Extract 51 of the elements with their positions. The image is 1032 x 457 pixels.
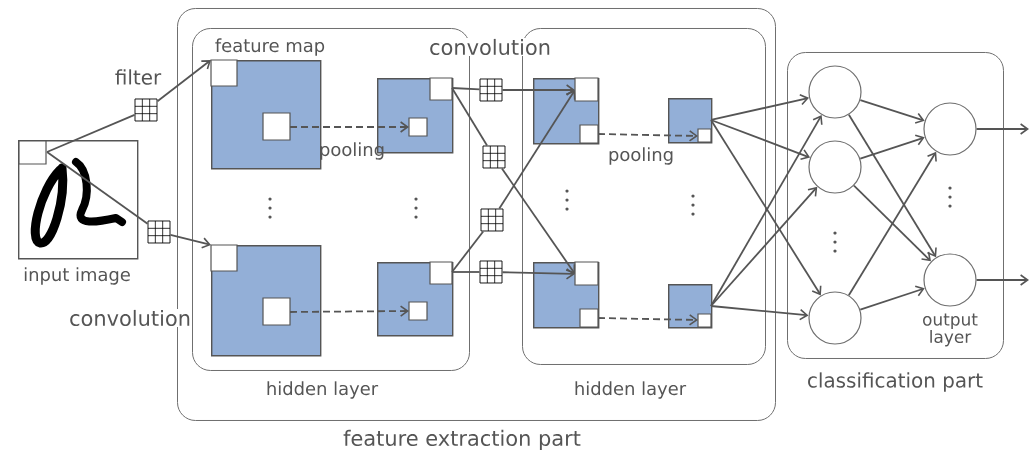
neuron-circle	[808, 140, 862, 194]
arrow	[847, 151, 937, 297]
text-label: convolution	[68, 308, 192, 328]
arrow	[498, 90, 576, 210]
arrow	[710, 94, 810, 121]
group-title: classification part	[808, 372, 983, 392]
image-caption: input image	[24, 267, 130, 285]
group-title: feature extraction part	[343, 429, 581, 451]
feature-map	[533, 77, 600, 145]
arrow	[597, 130, 698, 142]
arrow	[859, 134, 925, 160]
filter-grid	[479, 260, 503, 284]
arrow	[975, 274, 1029, 286]
arrow	[710, 186, 818, 307]
neuron-circle	[923, 102, 977, 156]
feature-map	[533, 261, 600, 329]
edge-label: pooling	[609, 147, 673, 165]
arrow	[289, 121, 409, 133]
group-title: hidden layer	[575, 381, 687, 399]
filter-grid	[479, 78, 503, 102]
arrow	[156, 60, 211, 103]
arrow	[853, 184, 932, 262]
arrow	[710, 119, 811, 161]
text-label: convolution	[428, 37, 552, 57]
edge-label: pooling	[320, 142, 384, 160]
feature-map	[210, 59, 322, 170]
filter-grid	[147, 220, 171, 244]
feature-map	[210, 244, 322, 357]
arrow	[597, 314, 698, 326]
arrow	[501, 268, 575, 280]
arrow	[289, 305, 409, 317]
feature-map	[668, 284, 713, 329]
neuron-circle	[808, 65, 862, 119]
arrow	[859, 99, 925, 124]
filter-grid	[480, 208, 504, 232]
arrow	[975, 123, 1029, 135]
feature-map	[668, 98, 713, 144]
arrow	[710, 305, 809, 321]
filter-grid	[482, 145, 506, 169]
text-label: filter	[113, 68, 163, 86]
arrow	[169, 233, 211, 249]
feature-map	[377, 261, 454, 337]
arrow	[501, 84, 575, 96]
group-title: hidden layer	[267, 381, 379, 399]
text-label: feature map	[213, 37, 327, 57]
layer-caption: output layer	[923, 313, 978, 347]
arrow	[848, 113, 937, 258]
neuron-circle	[808, 291, 862, 345]
arrow	[859, 285, 925, 311]
filter-grid	[134, 98, 158, 122]
arrow	[501, 167, 576, 274]
